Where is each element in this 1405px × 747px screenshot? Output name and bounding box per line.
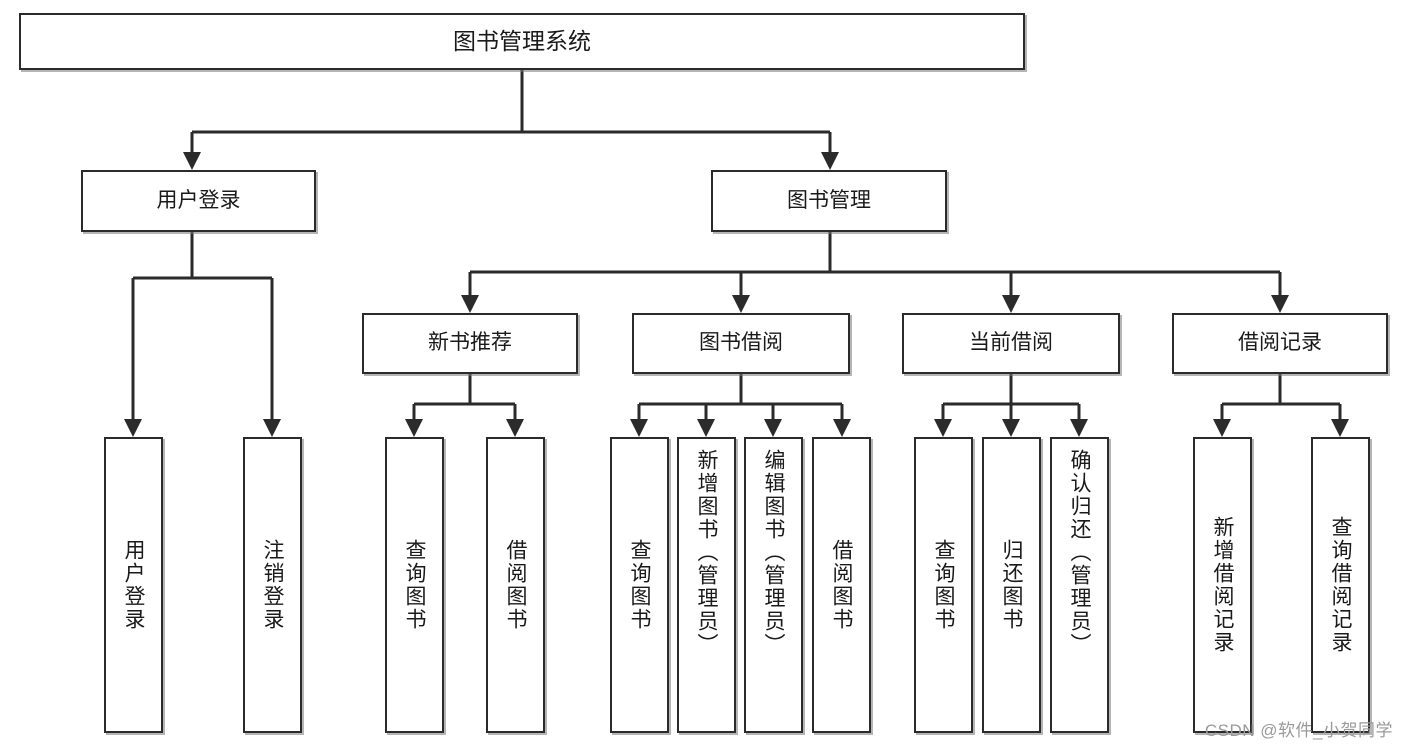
node-book-borrow[interactable]: 图书借阅 [632,313,850,374]
arrow-new-book-recommend [461,295,479,313]
arrow-currentborrow-leaf2 [1002,419,1020,437]
node-label: 图书借阅 [699,331,783,355]
arrow-newbook-leaf2 [506,419,524,437]
node-leaf-user-login[interactable]: 用户登录 [104,437,163,733]
arrow-bookborrow-leaf1 [630,419,648,437]
node-label: 注销登录 [261,539,284,631]
arrow-borrow-record [1271,295,1289,313]
arrow-user-leaf2 [263,419,281,437]
node-label: 用户登录 [122,539,145,631]
node-leaf-bookborrow-edit[interactable]: 编辑图书（管理员） [744,437,803,733]
node-leaf-borrowrecord-query[interactable]: 查询借阅记录 [1311,437,1370,733]
arrow-currentborrow-leaf3 [1070,419,1088,437]
watermark-text: CSDN @软件_小贺同学 [1204,721,1393,740]
node-leaf-newbook-borrow[interactable]: 借阅图书 [486,437,545,733]
arrow-borrowrecord-leaf2 [1331,419,1349,437]
node-leaf-borrowrecord-add[interactable]: 新增借阅记录 [1193,437,1252,733]
node-user-login[interactable]: 用户登录 [81,170,316,232]
node-borrow-record[interactable]: 借阅记录 [1172,313,1388,374]
node-label: 用户登录 [156,188,241,212]
arrow-borrowrecord-leaf1 [1213,419,1231,437]
node-label: 确认归还（管理员） [1068,449,1091,656]
node-current-borrow[interactable]: 当前借阅 [902,313,1120,374]
node-label: 查询图书 [932,539,955,631]
node-root-system[interactable]: 图书管理系统 [19,13,1025,70]
node-leaf-currentborrow-query[interactable]: 查询图书 [914,437,973,733]
node-label: 查询图书 [403,539,426,631]
node-label: 归还图书 [1000,539,1023,631]
arrow-book-borrow [732,295,750,313]
arrow-user-leaf1 [124,419,142,437]
arrow-book-management [821,152,839,170]
node-label: 新增借阅记录 [1211,516,1234,654]
node-label: 借阅图书 [504,539,527,631]
arrow-currentborrow-leaf1 [934,419,952,437]
node-leaf-bookborrow-add[interactable]: 新增图书（管理员） [677,437,736,733]
arrow-user-login [183,152,201,170]
node-label: 查询图书 [628,539,651,631]
node-leaf-currentborrow-return[interactable]: 归还图书 [982,437,1041,733]
node-label: 新书推荐 [428,331,512,355]
node-label: 新增图书（管理员） [695,449,718,656]
node-leaf-bookborrow-query[interactable]: 查询图书 [610,437,669,733]
node-label: 当前借阅 [969,331,1053,355]
node-label: 图书管理 [787,188,871,212]
node-leaf-currentborrow-confirm[interactable]: 确认归还（管理员） [1050,437,1109,733]
node-label: 图书管理系统 [453,27,591,54]
node-label: 编辑图书（管理员） [762,449,785,656]
node-leaf-newbook-query[interactable]: 查询图书 [385,437,444,733]
node-leaf-bookborrow-borrow[interactable]: 借阅图书 [812,437,871,733]
arrow-bookborrow-leaf4 [833,419,851,437]
arrow-bookborrow-leaf3 [764,419,782,437]
node-label: 查询借阅记录 [1329,516,1352,654]
arrow-newbook-leaf1 [405,419,423,437]
arrow-bookborrow-leaf2 [697,419,715,437]
node-new-book-recommend[interactable]: 新书推荐 [362,313,578,374]
node-leaf-user-logout[interactable]: 注销登录 [243,437,302,733]
node-label: 借阅记录 [1238,331,1322,355]
node-label: 借阅图书 [830,539,853,631]
node-book-management[interactable]: 图书管理 [711,170,947,232]
arrow-current-borrow [1002,295,1020,313]
